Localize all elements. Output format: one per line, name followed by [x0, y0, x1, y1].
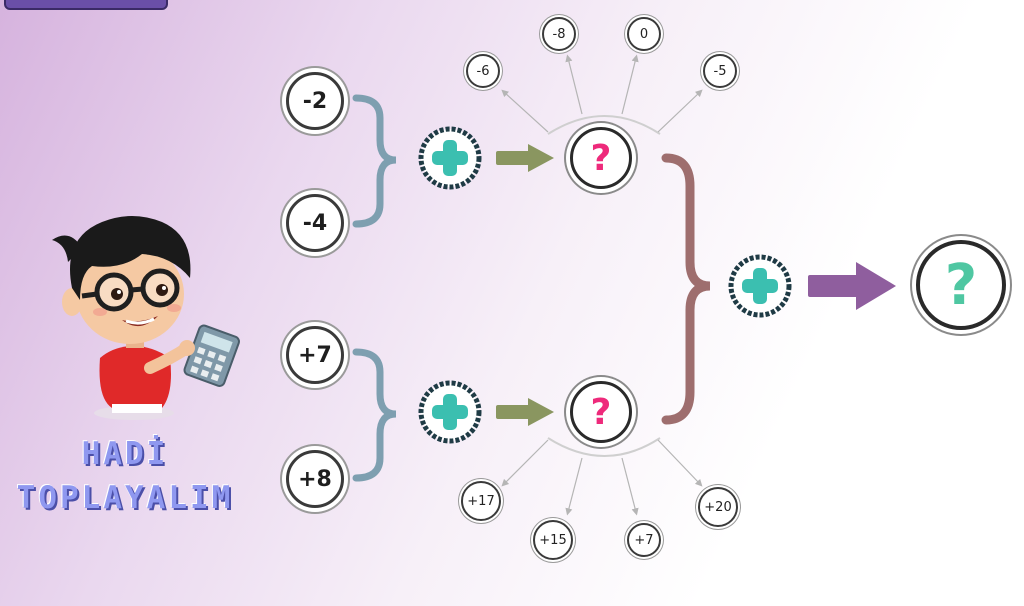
bottom-option[interactable]: +20 — [698, 487, 738, 527]
bottom-brace — [352, 348, 397, 482]
big-brace — [661, 153, 711, 425]
final-arrow — [808, 262, 896, 310]
operand-top-b: -4 — [286, 194, 344, 252]
plus-icon — [728, 254, 792, 318]
bottom-arrow — [496, 398, 554, 426]
title-line-2: TOPLAYALIM — [16, 480, 234, 516]
operand-bottom-a: +7 — [286, 326, 344, 384]
title-line-1: HADİ — [81, 436, 169, 472]
plus-icon — [418, 380, 482, 444]
operand-bottom-b: +8 — [286, 450, 344, 508]
bottom-option[interactable]: +15 — [533, 520, 573, 560]
top-brace — [352, 94, 397, 228]
bottom-option[interactable]: +7 — [627, 523, 661, 557]
operand-top-a: -2 — [286, 72, 344, 130]
top-result-question[interactable]: ? — [570, 127, 632, 189]
top-option[interactable]: -5 — [703, 54, 737, 88]
bottom-option-spokes — [501, 437, 703, 516]
final-result-question[interactable]: ? — [916, 240, 1006, 330]
top-arrow — [496, 144, 554, 172]
plus-icon — [418, 126, 482, 190]
top-toolbar-edge — [4, 0, 168, 10]
top-option[interactable]: -6 — [466, 54, 500, 88]
top-option[interactable]: -8 — [542, 17, 576, 51]
kid-with-calculator-illustration — [52, 216, 240, 420]
top-option[interactable]: 0 — [627, 17, 661, 51]
bottom-result-question[interactable]: ? — [570, 381, 632, 443]
top-option-spokes — [501, 54, 703, 135]
bottom-option[interactable]: +17 — [461, 481, 501, 521]
